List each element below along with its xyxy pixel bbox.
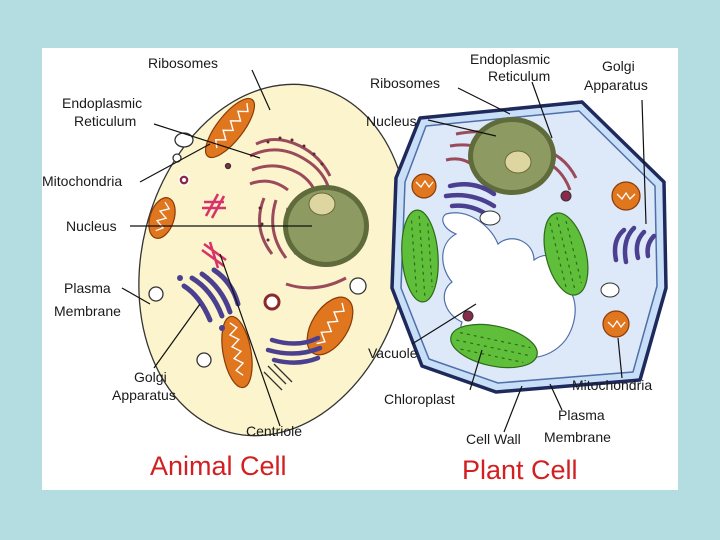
animal-centriole-2 (263, 363, 293, 391)
animal-label-nucleus: Nucleus (66, 218, 117, 234)
animal-label-plasma: Plasma (64, 280, 111, 296)
plant-label-nucleus: Nucleus (366, 113, 417, 129)
plant-nucleus (468, 117, 556, 195)
animal-label-centriole: Centriole (246, 423, 302, 439)
plant-label-golgi-2: Apparatus (584, 77, 648, 93)
animal-mitochondria (148, 97, 354, 389)
animal-vesicles (148, 132, 367, 368)
animal-labels: Ribosomes Endoplasmic Reticulum Mitochon… (42, 55, 302, 481)
animal-label-mitochondria: Mitochondria (42, 173, 122, 189)
plant-label-membrane: Membrane (544, 429, 611, 445)
animal-label-golgi-2: Apparatus (112, 387, 176, 403)
plant-vacuole (442, 212, 576, 359)
cell-comparison-diagram: Ribosomes Endoplasmic Reticulum Mitochon… (42, 51, 668, 485)
animal-leader-lines (121, 69, 312, 427)
plant-label-er-2: Reticulum (488, 68, 550, 84)
plant-mitochondria (411, 173, 641, 338)
diagram-panel: Ribosomes Endoplasmic Reticulum Mitochon… (42, 48, 678, 490)
plant-vesicles (462, 190, 620, 322)
animal-nucleus (283, 185, 369, 267)
plant-label-ribosomes: Ribosomes (370, 75, 440, 91)
animal-label-er-1: Endoplasmic (62, 95, 142, 111)
animal-cell-title: Animal Cell (150, 451, 287, 481)
plant-cell (390, 81, 668, 433)
plant-label-chloroplast: Chloroplast (384, 391, 455, 407)
animal-golgi-apparatus (177, 267, 241, 331)
animal-label-membrane: Membrane (54, 303, 121, 319)
animal-label-ribosomes: Ribosomes (148, 55, 218, 71)
plant-leader-lines (411, 81, 647, 433)
plant-cell-title: Plant Cell (462, 455, 578, 485)
plant-label-cell-wall: Cell Wall (466, 431, 521, 447)
plant-label-golgi-1: Golgi (602, 58, 635, 74)
animal-cell (121, 69, 410, 437)
animal-centriole (201, 193, 227, 269)
plant-label-plasma: Plasma (558, 407, 605, 423)
animal-label-golgi-1: Golgi (134, 369, 167, 385)
plant-chloroplasts (401, 209, 589, 369)
animal-ribosomes (258, 136, 324, 242)
plant-label-mitochondria: Mitochondria (572, 377, 652, 393)
plant-label-vacuole: Vacuole (368, 345, 418, 361)
animal-golgi-apparatus-2 (265, 335, 323, 365)
plant-labels: Ribosomes Endoplasmic Reticulum Golgi Ap… (366, 51, 652, 485)
plant-label-er-1: Endoplasmic (470, 51, 550, 67)
animal-label-er-2: Reticulum (74, 113, 136, 129)
